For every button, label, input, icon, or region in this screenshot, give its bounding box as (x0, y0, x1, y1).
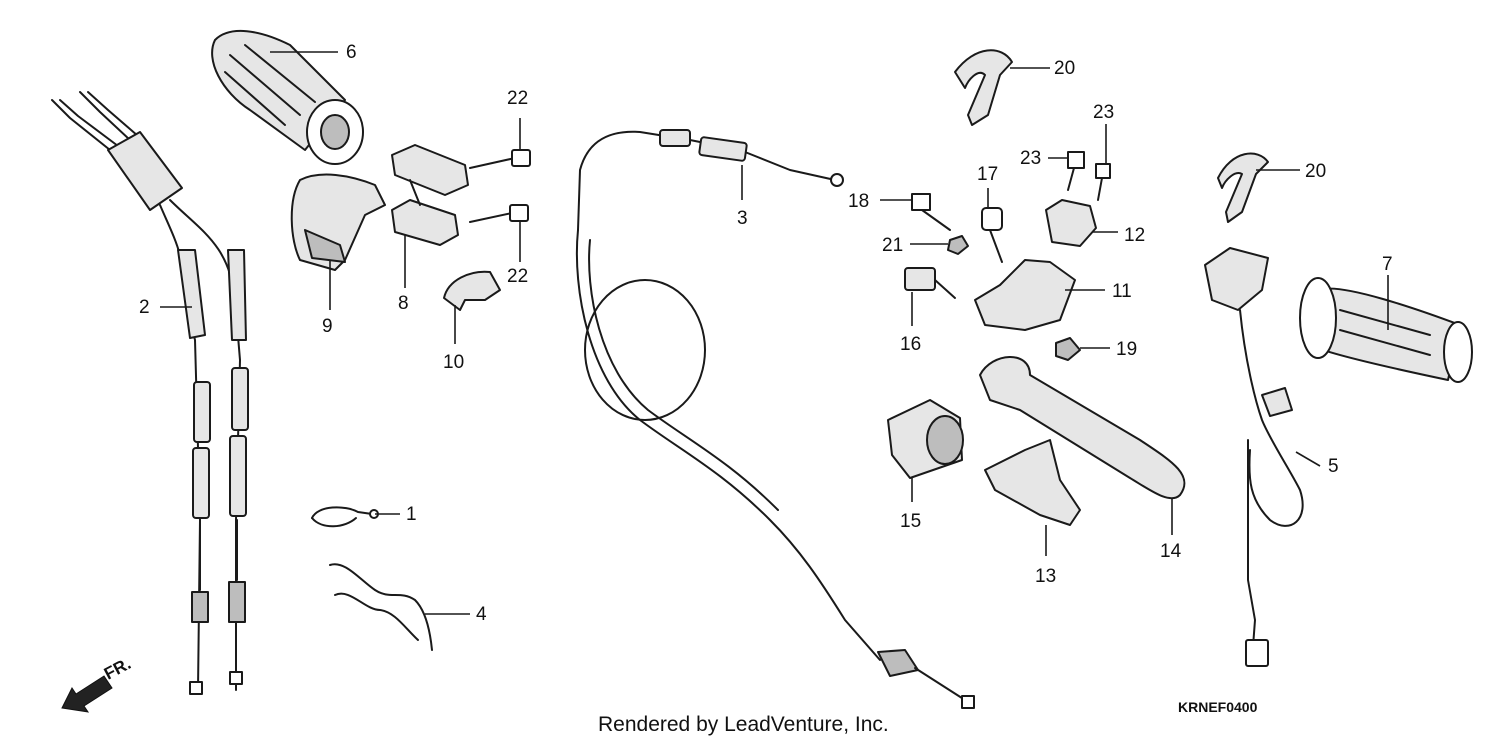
callout-16: 16 (900, 334, 921, 355)
callout-20-lower: 20 (1305, 161, 1326, 182)
render-credit: Rendered by LeadVenture, Inc. (598, 713, 889, 736)
handlebar-grip (1299, 277, 1473, 383)
clutch-cable (575, 129, 975, 709)
hot-start-assembly (887, 399, 964, 479)
callout-23-right: 23 (1093, 102, 1114, 123)
callout-4: 4 (476, 604, 487, 625)
callout-17: 17 (977, 164, 998, 185)
lock-nut (947, 235, 969, 255)
pivot-bolt (981, 207, 1003, 263)
callout-1: 1 (406, 504, 417, 525)
diagram-code: KRNEF0400 (1178, 699, 1258, 715)
lever-holder-cap (1045, 199, 1097, 247)
throttle-clamp (391, 144, 469, 246)
lever-guard (984, 439, 1081, 526)
callout-6: 6 (346, 42, 357, 63)
holder-bolts (1067, 151, 1111, 201)
throttle-housing (290, 173, 386, 271)
callout-15: 15 (900, 511, 921, 532)
adjuster-bolt (911, 193, 951, 231)
callout-11: 11 (1112, 281, 1132, 302)
callout-9: 9 (322, 316, 333, 337)
wire-band (329, 563, 433, 651)
throttle-grip (211, 29, 364, 165)
callout-22-lower: 22 (507, 266, 528, 287)
cable-clip (311, 506, 379, 528)
callout-13: 13 (1035, 566, 1056, 587)
callout-14: 14 (1160, 541, 1182, 562)
callout-2: 2 (139, 297, 150, 318)
callout-21: 21 (882, 235, 903, 256)
lever-bracket (974, 259, 1076, 331)
cable-band-upper (954, 49, 1013, 126)
leader-lines (160, 51, 1389, 615)
callout-numbers: 1 2 3 4 5 6 7 8 9 10 11 12 13 14 15 16 1… (139, 42, 1393, 625)
callout-18: 18 (848, 191, 869, 212)
callout-3: 3 (737, 208, 748, 229)
callout-23-left: 23 (1020, 148, 1041, 169)
front-direction-indicator: FR. (61, 654, 134, 713)
callout-22-upper: 22 (507, 88, 528, 109)
callout-12: 12 (1124, 225, 1145, 246)
engine-stop-switch (1204, 247, 1304, 667)
front-arrow-icon (61, 675, 113, 713)
callout-10: 10 (443, 352, 464, 373)
callout-5: 5 (1328, 456, 1339, 477)
pivot-nut (1055, 337, 1081, 361)
clamp-screws (469, 149, 531, 223)
cable-band-lower (1217, 152, 1269, 223)
throttle-cables (51, 91, 249, 695)
clutch-lever (979, 356, 1186, 500)
cable-guide-cap (443, 270, 501, 311)
callout-7: 7 (1382, 254, 1393, 275)
callout-8: 8 (398, 293, 409, 314)
callout-20-upper: 20 (1054, 58, 1075, 79)
callout-19: 19 (1116, 339, 1137, 360)
clutch-switch (904, 267, 956, 299)
